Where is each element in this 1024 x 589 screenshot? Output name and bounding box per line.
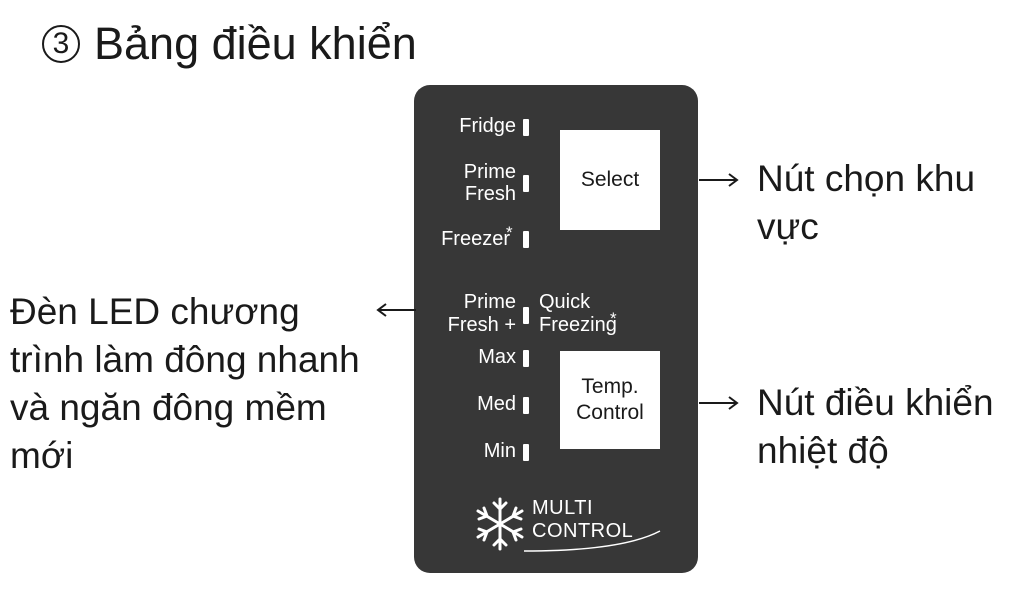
annotation-temp-line-2: nhiệt độ — [757, 430, 889, 471]
mode-label-fresh-plus: Fresh + — [447, 314, 516, 336]
logo-text-control: CONTROL — [532, 520, 634, 542]
annotation-temp-line-1: Nút điều khiển — [757, 382, 994, 423]
multi-control-logo: MULTI CONTROL — [472, 495, 672, 553]
annotation-select-line-1: Nút chọn khu — [757, 158, 976, 199]
annotation-led-line-2: trình làm đông nhanh — [10, 339, 360, 380]
led-med — [523, 397, 529, 414]
led-prime-fresh — [523, 175, 529, 192]
logo-swoosh — [523, 530, 661, 552]
mode-label-prime: Prime — [463, 291, 516, 313]
temp-control-line-2: Control — [576, 401, 644, 424]
snowflake-icon — [476, 497, 524, 551]
led-freezer — [523, 231, 529, 248]
temp-control-button[interactable]: Temp. Control — [560, 351, 660, 449]
annotation-led-line-1: Đèn LED chương — [10, 291, 300, 332]
led-max — [523, 350, 529, 367]
temp-label-min: Min — [483, 440, 516, 462]
step-number: 3 — [42, 25, 80, 63]
freezer-asterisk: * — [506, 223, 513, 242]
select-button[interactable]: Select — [560, 130, 660, 230]
led-min — [523, 444, 529, 461]
mode-label-freezing: Freezing — [539, 314, 617, 336]
logo-text-multi: MULTI — [532, 497, 594, 519]
control-panel: Fridge Prime Fresh Freezer * Select Prim… — [414, 85, 698, 573]
arrow-right-icon — [699, 396, 739, 410]
zone-label-freezer: Freezer — [441, 228, 510, 250]
temp-control-line-1: Temp. — [581, 375, 639, 398]
title-text: Bảng điều khiển — [94, 18, 417, 69]
arrow-left-icon — [376, 303, 416, 317]
zone-label-fresh: Fresh — [464, 183, 516, 205]
annotation-led-line-4: mới — [10, 435, 74, 476]
annotation-select-line-2: vực — [757, 206, 819, 247]
mode-label-quick: Quick — [539, 291, 591, 313]
zone-label-prime: Prime — [463, 161, 516, 183]
zone-label-fridge: Fridge — [459, 115, 516, 137]
temp-label-max: Max — [478, 346, 516, 368]
temp-label-med: Med — [477, 393, 516, 415]
page-title: 3 Bảng điều khiển — [42, 14, 417, 74]
annotation-led-line-3: và ngăn đông mềm — [10, 387, 327, 428]
led-fridge — [523, 119, 529, 136]
led-prime-fresh-plus — [523, 307, 529, 324]
arrow-right-icon — [699, 173, 739, 187]
freezing-asterisk: * — [610, 309, 617, 328]
